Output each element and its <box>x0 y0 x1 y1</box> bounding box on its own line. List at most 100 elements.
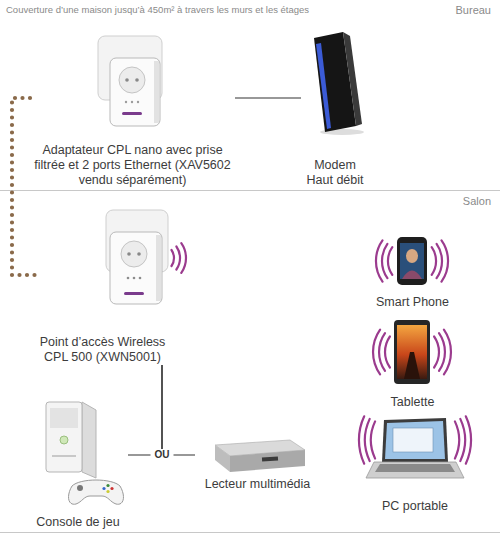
ethernet-cable <box>235 97 301 98</box>
wifi-wave <box>181 243 186 273</box>
wifi-wave <box>373 330 380 375</box>
broadband-modem <box>314 32 364 135</box>
wifi-wave <box>434 337 439 368</box>
phone-photo-face <box>406 249 418 263</box>
console-slot <box>52 455 76 457</box>
wifi-wave <box>432 247 436 275</box>
console-power <box>60 436 68 444</box>
wifi-wave <box>460 419 465 461</box>
room-band: SalonPoint d’accès Wireless CPL 500 (XWN… <box>0 191 500 533</box>
socket-hole <box>127 252 131 256</box>
modem-stripe <box>316 43 331 129</box>
device-box: Console de jeu <box>28 398 128 530</box>
socket-hole <box>135 78 139 82</box>
page-title: Couverture d’une maison jusqu’à 450m² à … <box>6 4 309 16</box>
wifi-wave <box>439 333 445 371</box>
device-box: Point d’accès Wireless CPL 500 (XWN5001) <box>35 205 170 365</box>
laptop-keyboard <box>375 464 455 472</box>
wifi-wave <box>444 330 451 375</box>
wifi-wave <box>455 421 459 458</box>
media-player <box>215 440 305 472</box>
status-led <box>125 101 127 103</box>
player-display <box>262 456 278 461</box>
phone-body <box>397 237 427 285</box>
adapter-body <box>110 232 162 304</box>
adapter-side <box>154 61 159 123</box>
device-box: Modem Haut débit <box>301 32 369 188</box>
controller-stick <box>77 485 83 491</box>
wifi-wave <box>388 247 392 275</box>
laptop-lid <box>382 418 448 462</box>
laptop-base <box>366 462 464 478</box>
tablet <box>394 320 430 384</box>
powerline-link <box>12 98 35 275</box>
ethernet-cable <box>162 365 195 455</box>
wifi-wave <box>172 250 175 266</box>
controller-button <box>106 484 109 487</box>
wifi-wave <box>382 244 387 278</box>
device-box: Lecteur multimédia <box>195 436 320 492</box>
device-caption: Point d’accès Wireless CPL 500 (XWN5001) <box>35 335 170 365</box>
room-band: BureauAdaptateur CPL nano avec prise fil… <box>0 0 500 191</box>
game-controller <box>69 480 124 504</box>
tablet-screen <box>397 325 427 379</box>
wifi-wave <box>379 333 385 371</box>
wifi-wave <box>371 421 375 458</box>
brand-mark <box>124 292 144 295</box>
wifi-wave <box>359 416 364 463</box>
ethernet-cable <box>128 365 162 455</box>
status-led <box>127 277 130 280</box>
smart-phone <box>397 237 427 285</box>
console-front <box>46 402 82 472</box>
room-label: Bureau <box>456 4 491 17</box>
device-caption: Lecteur multimédia <box>195 477 320 492</box>
status-led <box>131 101 133 103</box>
device-box: Smart Phone <box>365 232 460 310</box>
console-vent <box>50 408 78 428</box>
wifi-wave <box>376 240 383 281</box>
controller-button <box>102 487 105 490</box>
controller-button <box>106 490 109 493</box>
device-caption: Modem Haut débit <box>301 158 369 188</box>
cpl-nano-adapter <box>98 36 162 126</box>
device-caption: PC portable <box>350 499 480 514</box>
wifi-wave <box>365 419 370 461</box>
filtered-socket <box>119 67 145 93</box>
modem-side <box>343 32 362 126</box>
status-led <box>133 277 136 280</box>
status-led <box>137 101 139 103</box>
phone-screen <box>400 243 424 279</box>
player-front <box>230 450 305 472</box>
device-box: PC portable <box>350 412 480 514</box>
connector-label: OU <box>151 449 174 461</box>
socket-hole <box>137 252 141 256</box>
device-caption: Smart Phone <box>365 295 460 310</box>
laptop-window <box>393 428 433 452</box>
socket-hole <box>125 78 129 82</box>
device-caption: Adaptateur CPL nano avec prise filtrée e… <box>30 143 235 188</box>
wifi-wave <box>176 247 180 270</box>
filtered-socket <box>121 241 147 267</box>
game-console <box>46 402 123 504</box>
status-led <box>139 277 142 280</box>
device-box: Adaptateur CPL nano avec prise filtrée e… <box>30 32 235 188</box>
wifi-wave <box>385 337 390 368</box>
player-side <box>215 445 230 472</box>
tablet-photo <box>404 352 420 379</box>
phone-photo-body <box>402 271 422 280</box>
laptop-screen <box>385 421 445 459</box>
wifi-wave <box>437 244 442 278</box>
console-side <box>82 402 96 478</box>
device-caption: Console de jeu <box>28 515 128 530</box>
controller-button <box>110 487 113 490</box>
device-box: Tablette <box>365 318 460 410</box>
adapter-body <box>110 58 160 126</box>
wifi-wave <box>442 240 449 281</box>
laptop <box>366 418 464 478</box>
brand-mark <box>122 112 142 115</box>
wifi-wave <box>466 416 471 463</box>
room-label: Salon <box>463 195 491 208</box>
adapter-side <box>156 235 161 301</box>
